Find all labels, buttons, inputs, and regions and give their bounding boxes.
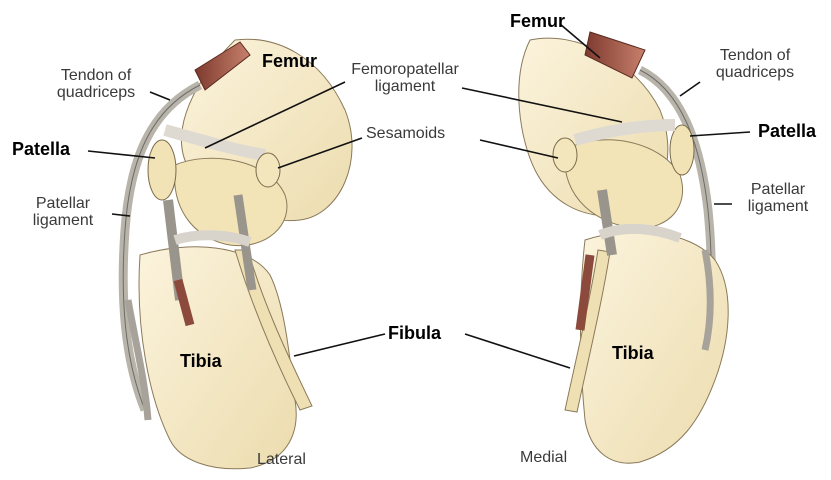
- lateral-knee-view: [123, 39, 352, 469]
- label-femoropatellar-ligament: Femoropatellar ligament: [340, 62, 470, 96]
- label-patella-left: Patella: [12, 140, 70, 159]
- label-femur-right: Femur: [510, 12, 565, 31]
- label-tibia-left: Tibia: [180, 352, 222, 371]
- medial-knee-view: [519, 32, 728, 463]
- leader-fibula-left: [294, 334, 385, 356]
- leader-tendon-right: [680, 82, 700, 96]
- label-tendon-of-quadriceps-right: Tendon of quadriceps: [695, 48, 815, 82]
- meniscus-lateral: [175, 235, 250, 242]
- patella-lateral: [148, 140, 176, 200]
- label-patellar-ligament-right: Patellar ligament: [728, 182, 828, 216]
- leader-fibula-right: [465, 334, 570, 368]
- label-tendon-of-quadriceps-left: Tendon of quadriceps: [36, 68, 156, 102]
- label-patellar-ligament-left: Patellar ligament: [8, 196, 118, 230]
- label-sesamoids: Sesamoids: [366, 126, 445, 143]
- label-medial: Medial: [520, 450, 567, 467]
- leader-patella-right: [690, 132, 750, 136]
- label-patella-right: Patella: [758, 122, 816, 141]
- sesamoid-lateral: [256, 153, 280, 187]
- label-lateral: Lateral: [257, 452, 306, 469]
- sesamoid-medial: [553, 138, 577, 172]
- patella-medial: [670, 125, 694, 175]
- label-fibula: Fibula: [388, 324, 441, 343]
- label-femur-left: Femur: [262, 52, 317, 71]
- label-tibia-right: Tibia: [612, 344, 654, 363]
